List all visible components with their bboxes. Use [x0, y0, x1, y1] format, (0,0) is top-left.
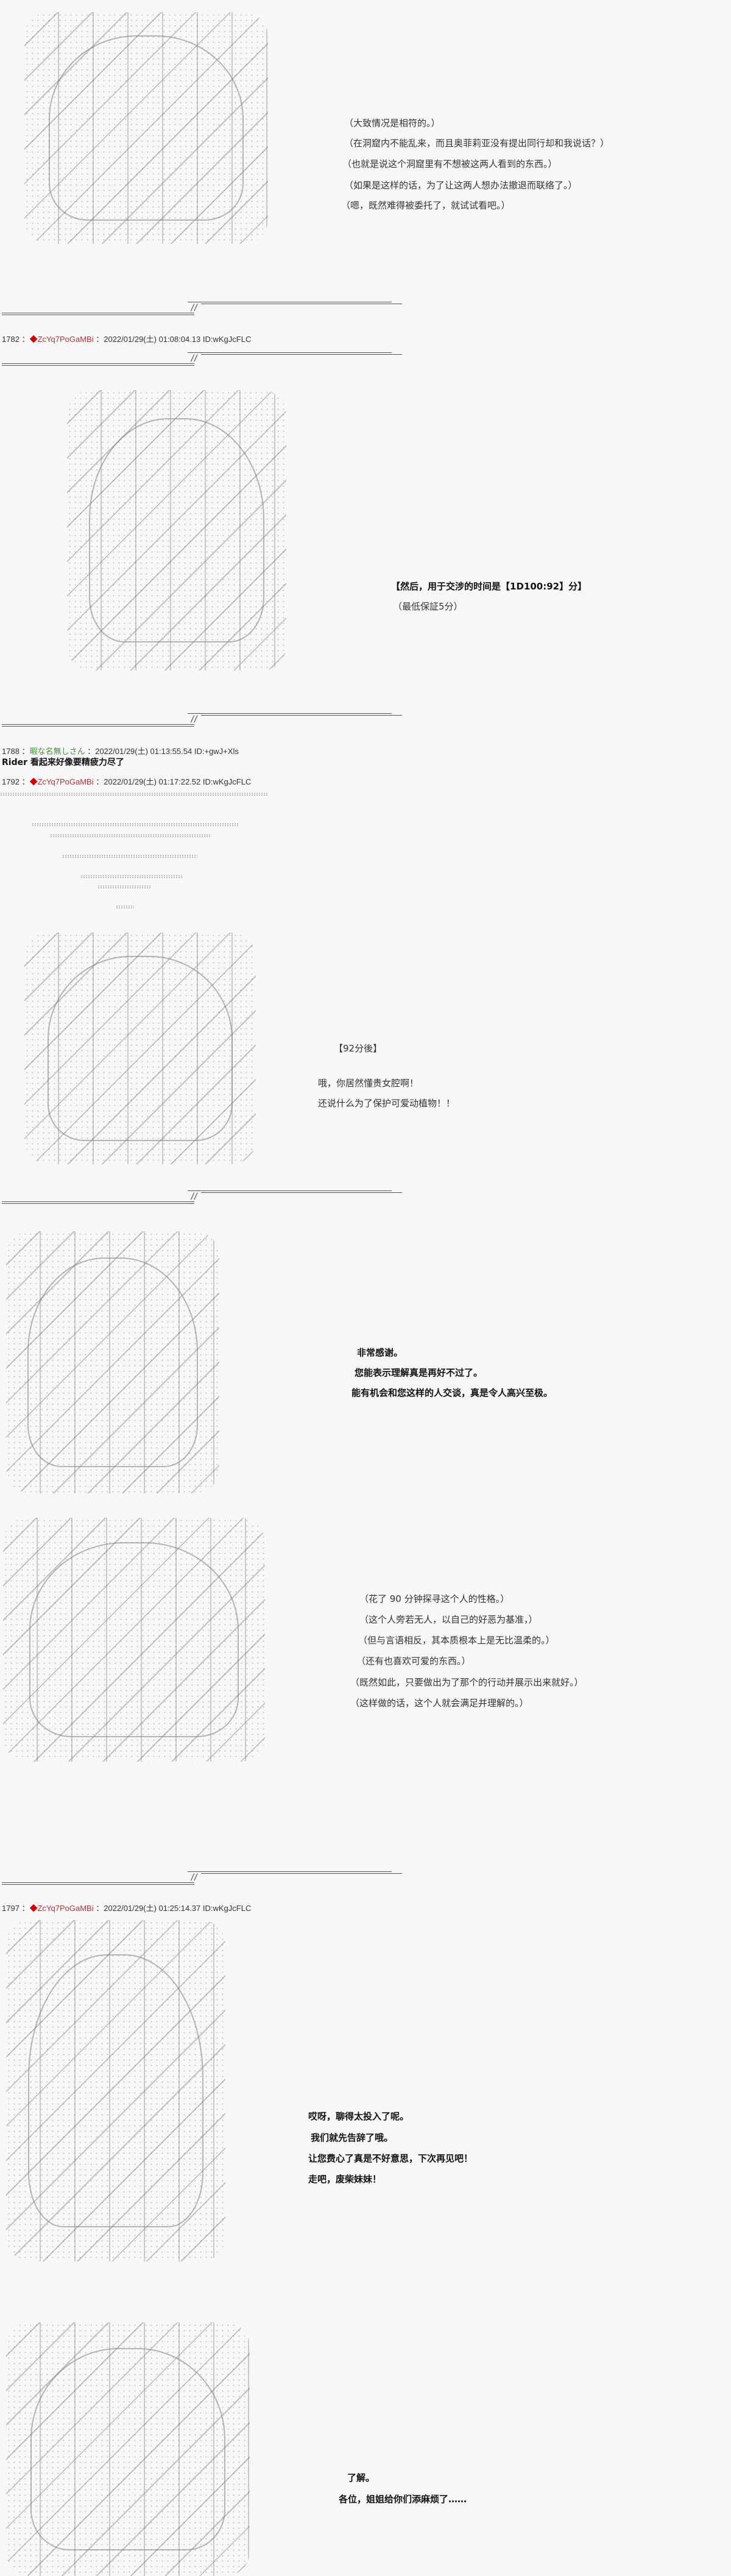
narration-line: （最低保証5分）: [393, 601, 463, 612]
post-separator: ：: [96, 777, 104, 786]
post-date: 2022/01/29(土) 01:17:22.52: [104, 777, 201, 786]
post-separator: ：: [96, 1904, 104, 1913]
poster-name[interactable]: 暇な名無しさん: [29, 747, 85, 756]
narration-line: （花了 90 分钟探寻这个人的性格。）: [359, 1593, 510, 1604]
poster-id[interactable]: ID:wKgJcFLC: [202, 335, 252, 344]
ascii-art-character-4: [6, 1231, 219, 1493]
trip-diamond-icon: ◆: [29, 777, 38, 786]
narration-line: （还有也喜欢可爱的东西。）: [356, 1656, 471, 1667]
narration-line: （但与言语相反，其本质根本上是无比温柔的。）: [358, 1635, 555, 1646]
post-comment: Rider 看起来好像要精疲力尽了: [2, 758, 124, 767]
post-header-1797: 1797 ：◆ZcYq7PoGaMBi ：2022/01/29(土) 01:25…: [2, 1902, 251, 1913]
dialogue-line: 您能表示理解真是再好不过了。: [355, 1367, 483, 1378]
dialogue-line: 非常感谢。: [357, 1347, 403, 1358]
dialogue-line: 还说什么为了保护可爱动植物！！: [318, 1098, 456, 1109]
ascii-art-character-2: [67, 390, 286, 671]
ascii-art-character-6: [6, 1920, 225, 2261]
dialogue-line: 走吧，废柴妹妹！: [308, 2174, 382, 2185]
post-number[interactable]: 1788: [2, 747, 19, 756]
ascii-art-character-7: [6, 2322, 250, 2576]
dialogue-line: 让您费心了真是不好意思，下次再见吧！: [308, 2153, 473, 2164]
narration-line: （也就是说这个洞窟里有不想被这两人看到的东西。）: [342, 158, 557, 169]
poster-name[interactable]: ZcYq7PoGaMBi: [37, 1904, 94, 1913]
post-number[interactable]: 1792: [2, 777, 19, 786]
narration-line: （大致情况是相符的。）: [344, 118, 440, 129]
ascii-art-character-1: [24, 12, 268, 244]
separator: //: [0, 1190, 402, 1209]
post-separator: ：: [21, 1904, 30, 1913]
post-date: 2022/01/29(土) 01:25:14.37: [104, 1904, 201, 1913]
dialogue-line: 各位，姐姐给你们添麻烦了……: [339, 2494, 467, 2505]
post-header-1782: 1782 ：◆ZcYq7PoGaMBi ：2022/01/29(土) 01:08…: [2, 333, 251, 344]
poster-name[interactable]: ZcYq7PoGaMBi: [37, 335, 94, 344]
narration-line: （在洞窟内不能乱来，而且奥菲莉亚没有提出同行却和我说话？）: [344, 138, 610, 149]
trip-diamond-icon: ◆: [29, 335, 38, 344]
dialogue-line: 我们就先告辞了哦。: [311, 2132, 394, 2143]
separator: //: [0, 352, 402, 371]
poster-id[interactable]: ID:wKgJcFLC: [202, 1904, 252, 1913]
time-skip-label: 【92分後】: [334, 1043, 383, 1054]
poster-id[interactable]: ID:+gwJ+Xls: [194, 747, 239, 756]
poster-name[interactable]: ZcYq7PoGaMBi: [37, 777, 94, 786]
post-separator: ：: [21, 335, 30, 344]
post-header-1788: 1788 ：暇な名無しさん ：2022/01/29(土) 01:13:55.54…: [2, 745, 239, 756]
narration-line: （既然如此，只要做出为了那个的行动并展示出来就好。）: [350, 1677, 584, 1688]
narration-line: （嗯，既然难得被委托了，就试试看吧。）: [341, 200, 510, 211]
trip-diamond-icon: ◆: [29, 1904, 38, 1913]
dialogue-line: 哎呀，聊得太投入了呢。: [308, 2111, 409, 2122]
post-header-1792: 1792 ：◆ZcYq7PoGaMBi ：2022/01/29(土) 01:17…: [2, 775, 251, 787]
post-separator: ：: [21, 777, 30, 786]
poster-id[interactable]: ID:wKgJcFLC: [202, 777, 252, 786]
post-date: 2022/01/29(土) 01:13:55.54: [95, 747, 192, 756]
post-separator: ：: [21, 747, 30, 756]
separator: //: [0, 713, 402, 731]
separator: //: [0, 302, 402, 320]
post-separator: ：: [96, 335, 104, 344]
dialogue-line: 了解。: [347, 2472, 375, 2483]
dialogue-line: 哦，你居然懂贵女腔啊！: [318, 1078, 419, 1089]
post-separator: ：: [87, 747, 96, 756]
narration-line: （这个人旁若无人，以自己的好恶为基准，）: [359, 1614, 538, 1625]
narration-line: （这样做的话，这个人就会满足并理解的。）: [350, 1698, 529, 1709]
separator: //: [0, 1871, 402, 1890]
dialogue-line: 能有机会和您这样的人交谈，真是令人高兴至极。: [351, 1387, 553, 1398]
post-number[interactable]: 1782: [2, 335, 19, 344]
ascii-art-character-3: [24, 933, 256, 1164]
post-date: 2022/01/29(土) 01:08:04.13: [104, 335, 201, 344]
ascii-art-character-5: [3, 1518, 265, 1762]
post-number[interactable]: 1797: [2, 1904, 19, 1913]
dice-result-line: 【然后，用于交涉的时间是【1D100:92】分】: [391, 581, 587, 592]
narration-line: （如果是这样的话，为了让这两人想办法撤退而联络了。）: [344, 180, 577, 191]
